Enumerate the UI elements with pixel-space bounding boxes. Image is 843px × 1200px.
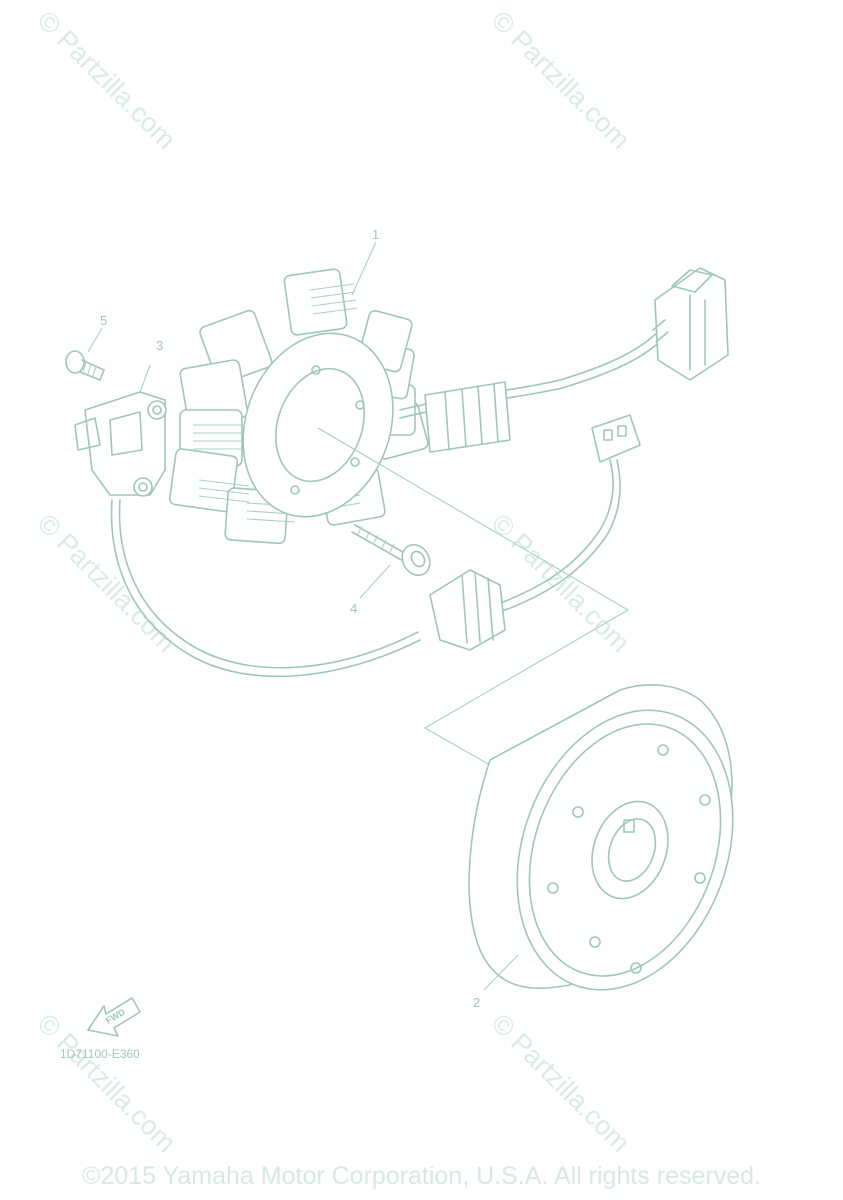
copyright-notice: ©2015 Yamaha Motor Corporation, U.S.A. A…: [82, 1162, 761, 1190]
stator-connector: [652, 267, 729, 381]
watermark-top-left: © Partzilla.com: [32, 5, 182, 155]
stator-leader: [351, 241, 377, 296]
stator-coils: [168, 268, 429, 545]
stator-assembly[interactable]: 1: [168, 227, 729, 545]
fwd-indicator: FWD: [87, 997, 141, 1037]
watermark-middle-left: © Partzilla.com: [32, 508, 182, 658]
watermark-top-right: © Partzilla.com: [486, 5, 636, 155]
pickup-coil[interactable]: 3: [74, 338, 167, 497]
callout-3: 3: [156, 338, 163, 353]
pickup-wire: [110, 499, 421, 678]
callout-4: 4: [350, 601, 357, 616]
rotor-flywheel[interactable]: 2: [468, 680, 770, 1020]
callout-5: 5: [100, 313, 107, 328]
callout-2: 2: [473, 995, 480, 1010]
watermark-middle-right: © Partzilla.com: [486, 508, 636, 658]
diagram-code: 1D71100-E360: [60, 1047, 140, 1061]
callout-1: 1: [372, 227, 379, 242]
assembly-bracket: [317, 427, 630, 766]
stator-screw[interactable]: 4: [350, 524, 435, 616]
fwd-arrow-icon: [87, 997, 141, 1037]
pickup-connector: [591, 414, 641, 463]
watermark-bottom-right: © Partzilla.com: [486, 1008, 636, 1158]
stator-wire-grommet: [424, 381, 511, 453]
pickup-grommet: [429, 569, 506, 651]
pickup-bolt[interactable]: 5: [65, 313, 107, 381]
